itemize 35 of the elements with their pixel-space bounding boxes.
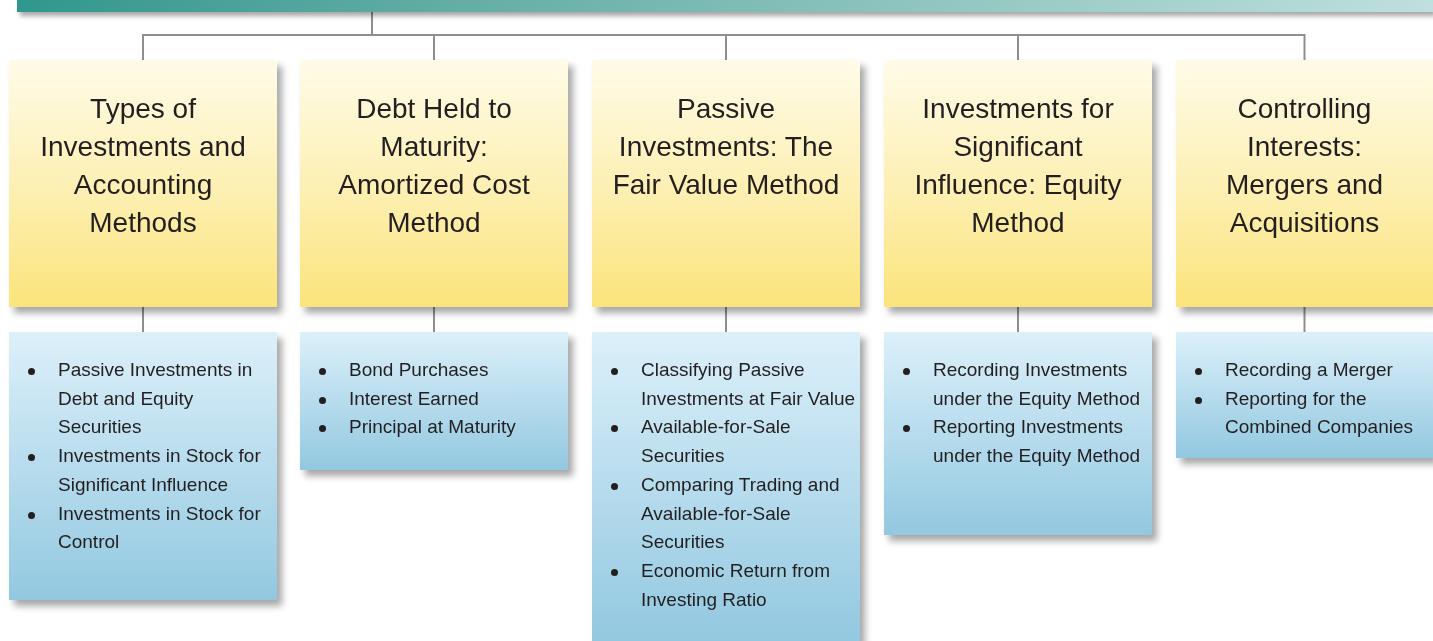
- subtopic-panel: [592, 332, 860, 641]
- subtopic-panel: [300, 332, 568, 470]
- subtopic-panel: [884, 332, 1152, 535]
- bullet-item: Recording a Merger: [1192, 356, 1429, 385]
- subtopic-panel: [1176, 332, 1433, 458]
- bullet-item: Reporting for the Combined Companies: [1192, 384, 1429, 443]
- topic-box: [884, 60, 1152, 307]
- topic-box: [592, 60, 860, 307]
- topic-title: Passive Investments: The Fair Value Method: [611, 92, 841, 202]
- topic-title: Controlling Interests: Mergers and Acquisitions: [1224, 92, 1385, 240]
- bullet-item: Economic Return from Investing Ratio: [608, 556, 856, 615]
- bullet-item: Classifying Passive Investments at Fair Value: [608, 356, 856, 414]
- bullet-item: Available-for-Sale Securities: [608, 413, 856, 471]
- topic-title: Types of Investments and Accounting Methods: [39, 92, 247, 240]
- bullet-item: Comparing Trading and Available-for-Sale Securities: [608, 470, 856, 557]
- connector-line: [725, 306, 727, 333]
- bullet-item: Principal at Maturity: [316, 413, 564, 443]
- topic-box: [300, 60, 568, 307]
- bullet-item: Recording Investments under the Equity Method: [900, 356, 1148, 414]
- connector-line: [1303, 306, 1306, 333]
- topic-box: [1176, 60, 1433, 307]
- topic-title: Debt Held to Maturity: Amortized Cost Method: [337, 92, 531, 240]
- bullet-item: Passive Investments in Debt and Equity Securities: [25, 356, 273, 443]
- subtopic-panel: [9, 332, 277, 600]
- bullet-item: Investments in Stock for Control: [25, 499, 273, 557]
- bullet-item: Bond Purchases: [316, 356, 564, 385]
- bullet-item: Investments in Stock for Significant Influence: [25, 442, 273, 500]
- header-bar: [17, 0, 1433, 12]
- bullet-item: Interest Earned: [316, 384, 564, 414]
- topic-title: Investments for Significant Influence: Equity Method: [913, 92, 1123, 240]
- topic-box: [9, 60, 277, 307]
- connector-line: [433, 306, 435, 333]
- bullet-item: Reporting Investments under the Equity Method: [900, 413, 1148, 471]
- connector-line: [1017, 306, 1019, 333]
- connector-line: [142, 306, 144, 333]
